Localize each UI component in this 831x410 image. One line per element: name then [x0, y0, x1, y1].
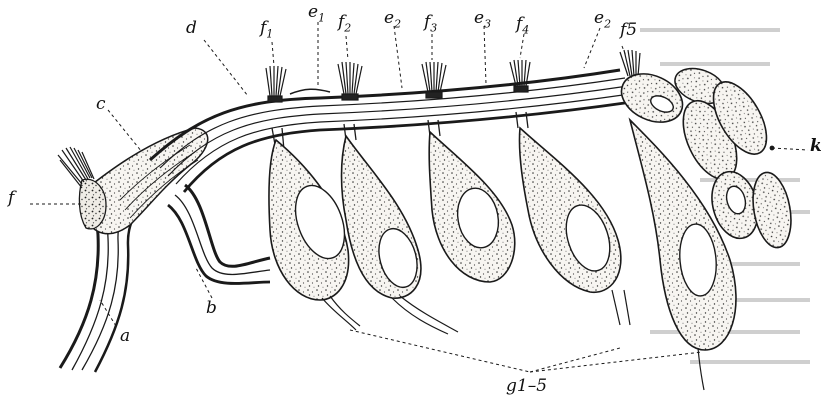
label-e1: e1 — [308, 4, 325, 23]
cell-g3 — [429, 132, 515, 282]
label-f4: f4 — [516, 16, 529, 35]
label-f: f — [8, 190, 14, 207]
nerve-branch-b — [168, 185, 270, 284]
k-pointer-dot — [770, 146, 775, 151]
label-f1: f1 — [260, 20, 273, 39]
label-e2b: e2 — [594, 10, 611, 29]
bristles-f4 — [510, 60, 530, 92]
label-g1-5: g1–5 — [506, 378, 547, 395]
label-b: b — [206, 300, 217, 317]
cell-g5-cluster — [614, 62, 797, 390]
bristles-f3 — [422, 62, 446, 98]
label-a: a — [120, 328, 130, 345]
label-f3: f3 — [424, 14, 437, 33]
label-k: k — [810, 138, 822, 155]
cell-g4 — [519, 128, 630, 325]
label-f2: f2 — [338, 14, 351, 33]
label-f5: f5 — [620, 22, 637, 39]
bristles-f5 — [620, 50, 640, 76]
bristles-f2 — [338, 62, 362, 100]
bristles-f1 — [266, 66, 286, 102]
label-e3: e3 — [474, 10, 491, 29]
label-c: c — [96, 96, 106, 113]
label-d: d — [186, 20, 197, 37]
label-e2a: e2 — [384, 10, 401, 29]
